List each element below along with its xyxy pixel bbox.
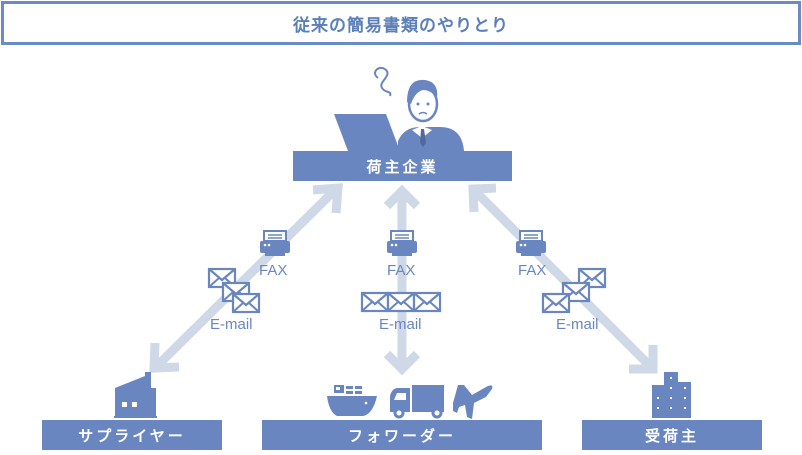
confused-person-icon (374, 66, 464, 151)
fax-printer-icon (259, 230, 291, 257)
email-label-center: E-mail (379, 316, 422, 333)
email-label-left: E-mail (210, 316, 253, 333)
shipper-label: 荷主企業 (366, 157, 439, 176)
envelope-icon (360, 291, 390, 313)
receiver-node: 受荷主 (582, 420, 762, 450)
email-label-right: E-mail (556, 316, 599, 333)
envelope-icon (412, 291, 442, 313)
fax-printer-icon (515, 230, 547, 257)
forwarder-label: フォワーダー (347, 426, 456, 445)
supplier-label: サプライヤー (78, 426, 186, 445)
arrow-forwarder-shipper (383, 184, 421, 376)
ship-icon (327, 385, 377, 416)
fax-label-left: FAX (259, 262, 288, 279)
laptop-icon (334, 114, 400, 151)
arrow-receiver-shipper (468, 183, 658, 374)
envelope-icon (386, 291, 416, 313)
truck-icon (390, 385, 444, 419)
fax-printer-icon (386, 230, 418, 257)
supplier-node: サプライヤー (42, 420, 222, 450)
receiver-label: 受荷主 (644, 426, 699, 445)
fax-label-center: FAX (387, 262, 416, 279)
page-title: 従来の簡易書類のやりとり (293, 15, 509, 36)
arrow-supplier-shipper (149, 183, 343, 373)
forwarder-node: フォワーダー (262, 420, 542, 450)
fax-label-right: FAX (518, 262, 547, 279)
building-icon (652, 372, 691, 418)
shipper-node: 荷主企業 (293, 151, 512, 181)
airplane-icon (453, 385, 493, 419)
envelope-icon (541, 292, 571, 314)
envelope-icon (231, 292, 261, 314)
title-box: 従来の簡易書類のやりとり (1, 1, 801, 45)
factory-icon (114, 372, 157, 418)
